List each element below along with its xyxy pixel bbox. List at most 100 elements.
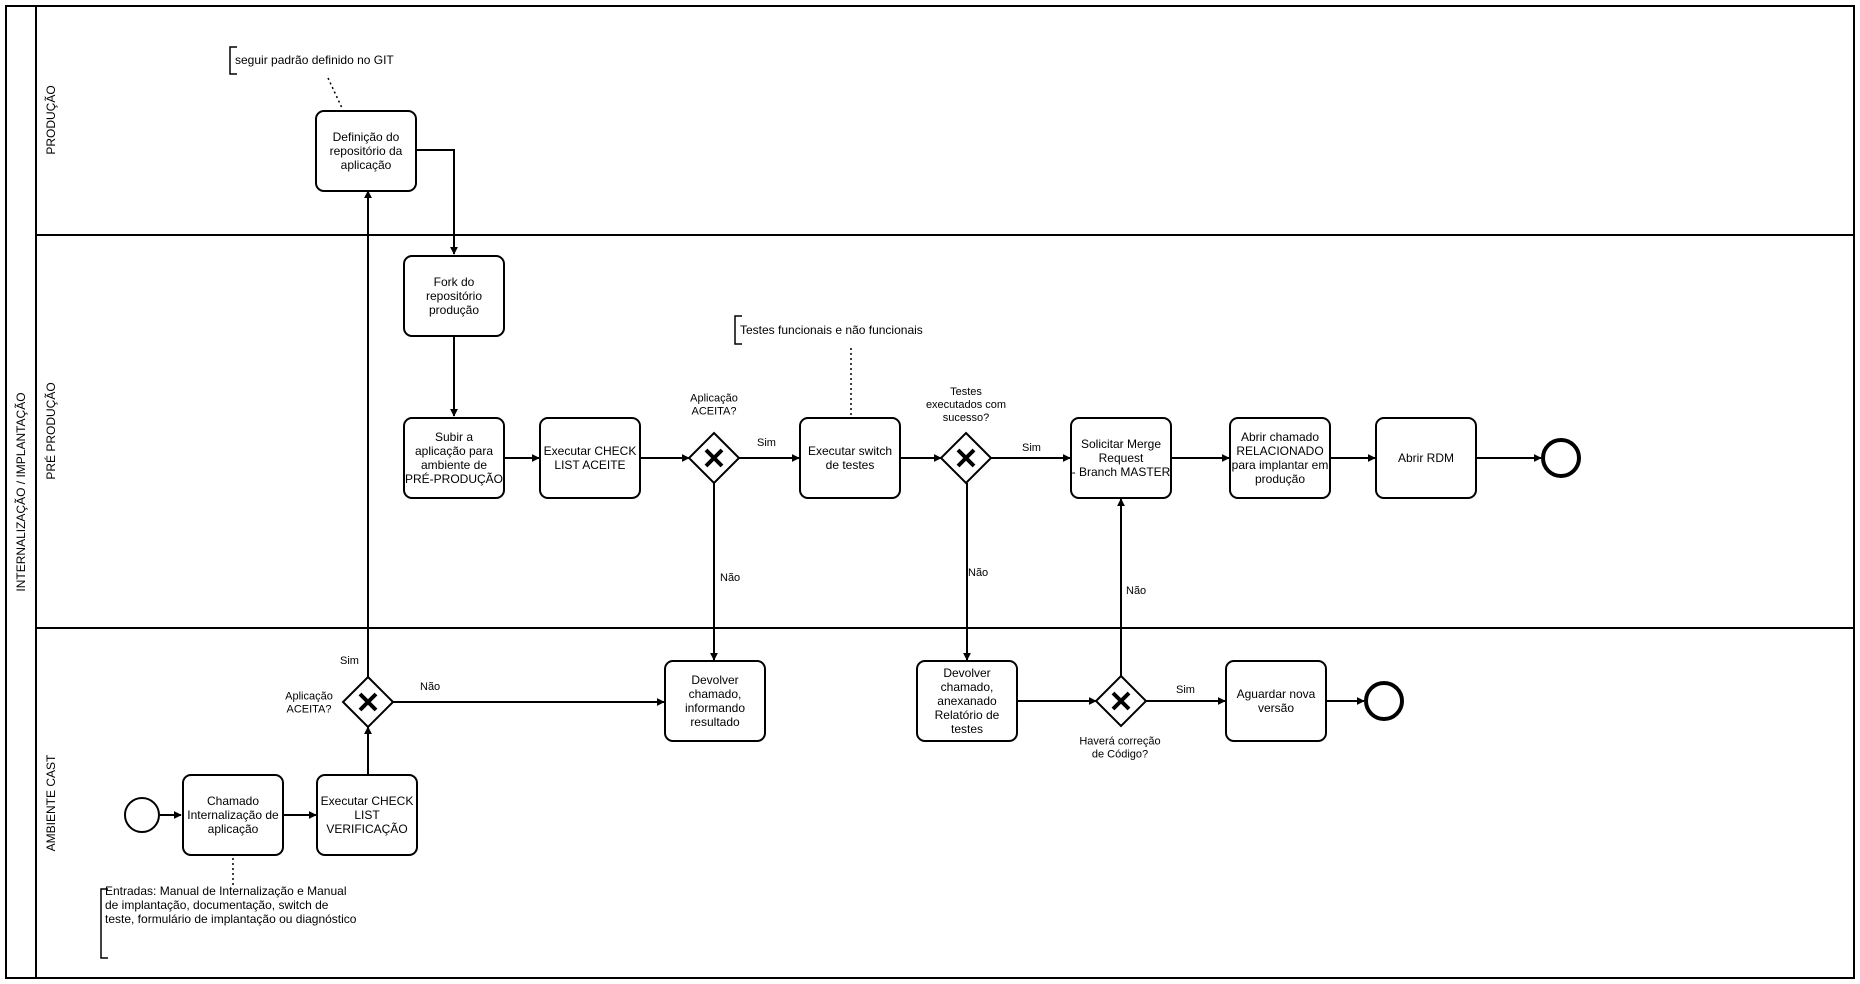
text-line: Executar CHECK bbox=[321, 794, 414, 808]
end-event-pre-producao[interactable] bbox=[1541, 438, 1581, 478]
text-line: ACEITA? bbox=[691, 406, 736, 418]
text-line: de testes bbox=[826, 458, 875, 472]
flow-labels: Sim Não Sim Não Não Sim Sim Não bbox=[340, 437, 1195, 696]
annotation-padrao-git: seguir padrão definido no GIT bbox=[229, 46, 394, 109]
text-line: LIST bbox=[354, 808, 380, 822]
pool-label: INTERNALIZAÇÃO / IMPLANTAÇÃO bbox=[14, 392, 28, 591]
x-mark-icon bbox=[704, 448, 724, 468]
text-line: Internalização de bbox=[187, 808, 279, 822]
lane-label-producao: PRODUÇÃO bbox=[44, 85, 58, 154]
text-line: produção bbox=[1255, 472, 1305, 486]
text-line: Definição do bbox=[333, 130, 400, 144]
annotation-testes-funcionais: Testes funcionais e não funcionais bbox=[734, 315, 923, 415]
task-label: Abrir RDM bbox=[1398, 451, 1454, 465]
x-mark-icon bbox=[358, 692, 378, 712]
text-line: seguir padrão definido no GIT bbox=[235, 53, 394, 67]
task-abrir-rdm[interactable]: Abrir RDM bbox=[1375, 417, 1477, 499]
text-line: Devolver bbox=[691, 673, 738, 687]
text-line: Relatório de bbox=[935, 708, 1000, 722]
text-line: VERIFICAÇÃO bbox=[326, 822, 407, 836]
annotation-text: Entradas: Manual de Internalização e Man… bbox=[105, 884, 357, 926]
text-line: versão bbox=[1258, 701, 1294, 715]
text-line: Fork do bbox=[434, 275, 475, 289]
flow-label: Não bbox=[720, 572, 740, 584]
text-line: Aguardar nova bbox=[1237, 687, 1316, 701]
text-line: Devolver bbox=[943, 666, 990, 680]
text-line: sucesso? bbox=[943, 412, 989, 424]
flow-definicao-to-fork bbox=[417, 149, 458, 255]
end-event-cast[interactable] bbox=[1364, 681, 1404, 721]
text-line: Abrir chamado bbox=[1241, 430, 1319, 444]
start-event[interactable] bbox=[124, 797, 160, 833]
annotation-entradas: Entradas: Manual de Internalização e Man… bbox=[100, 858, 357, 959]
text-line: repositório da bbox=[330, 144, 403, 158]
text-line: Haverá correção bbox=[1079, 736, 1160, 748]
text-line: Subir a bbox=[435, 430, 473, 444]
text-line: Testes funcionais e não funcionais bbox=[740, 323, 923, 337]
text-line: de implantação, documentação, switch de bbox=[105, 898, 329, 912]
text-line: LIST ACEITE bbox=[554, 458, 625, 472]
text-line: testes bbox=[951, 722, 983, 736]
annotation-text: seguir padrão definido no GIT bbox=[235, 53, 394, 67]
text-line: Solicitar Merge bbox=[1081, 437, 1161, 451]
text-line: chamado, bbox=[689, 687, 742, 701]
text-line: Abrir RDM bbox=[1398, 451, 1454, 465]
flow-label: Não bbox=[968, 567, 988, 579]
flow-label: Sim bbox=[757, 437, 776, 449]
text-line: anexanado bbox=[937, 694, 997, 708]
text-line: produção bbox=[429, 303, 479, 317]
lane-label-ambiente-cast: AMBIENTE CAST bbox=[44, 754, 58, 851]
x-mark-icon bbox=[1111, 691, 1131, 711]
annotation-text: Testes funcionais e não funcionais bbox=[740, 323, 923, 337]
text-line: Entradas: Manual de Internalização e Man… bbox=[105, 884, 346, 898]
text-line: RELACIONADO bbox=[1236, 444, 1323, 458]
text-line: aplicação bbox=[341, 158, 392, 172]
flow-label: Sim bbox=[1022, 442, 1041, 454]
x-mark-icon bbox=[956, 448, 976, 468]
text-line: Testes bbox=[950, 386, 982, 398]
text-line: ambiente de bbox=[421, 458, 487, 472]
text-line: chamado, bbox=[941, 680, 994, 694]
text-line: de Código? bbox=[1092, 749, 1148, 761]
text-line: para implantar em bbox=[1232, 458, 1329, 472]
sequence-flows bbox=[160, 149, 1542, 819]
text-line: Request bbox=[1099, 451, 1144, 465]
text-line: aplicação para bbox=[415, 444, 493, 458]
text-line: resultado bbox=[690, 715, 740, 729]
flow-label: Sim bbox=[1176, 684, 1195, 696]
text-line: Aplicação bbox=[690, 393, 738, 405]
text-line: aplicação bbox=[208, 822, 259, 836]
text-line: Chamado bbox=[207, 794, 259, 808]
text-line: Aplicação bbox=[285, 691, 333, 703]
lane-label-pre-producao: PRÉ PRODUÇÃO bbox=[43, 382, 58, 479]
